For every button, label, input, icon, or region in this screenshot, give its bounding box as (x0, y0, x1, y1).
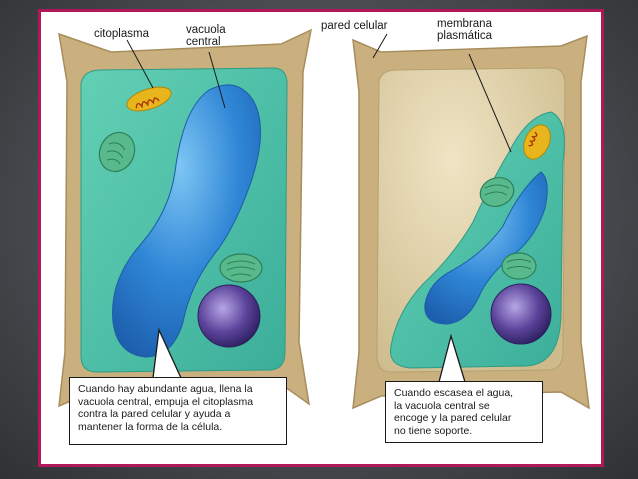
leader-citoplasma (126, 39, 154, 89)
right-nucleus (490, 283, 552, 345)
caption-right: Cuando escasea el agua, la vacuola centr… (385, 381, 543, 443)
left-mitochondrion (126, 86, 172, 112)
label-vacuola-central: vacuola central (186, 24, 226, 48)
diagram-frame: citoplasma vacuola central pared celular… (38, 9, 604, 467)
right-mitochondrion (523, 124, 551, 160)
label-pared-celular: pared celular (321, 20, 388, 32)
caption-left: Cuando hay abundante agua, llena la vacu… (69, 377, 287, 445)
left-chloroplast (98, 131, 136, 173)
leader-membrana (468, 53, 512, 153)
leader-pared (372, 33, 388, 59)
left-nucleus (197, 284, 261, 348)
cell-illustration (58, 28, 590, 410)
right-chloroplast (479, 177, 515, 207)
left-chloroplast (219, 253, 263, 283)
right-chloroplast (501, 252, 537, 280)
right-central-vacuole (424, 171, 548, 325)
label-citoplasma: citoplasma (94, 28, 149, 40)
label-membrana-plasmatica: membrana plasmática (437, 18, 492, 42)
leader-vacuola (208, 51, 226, 109)
